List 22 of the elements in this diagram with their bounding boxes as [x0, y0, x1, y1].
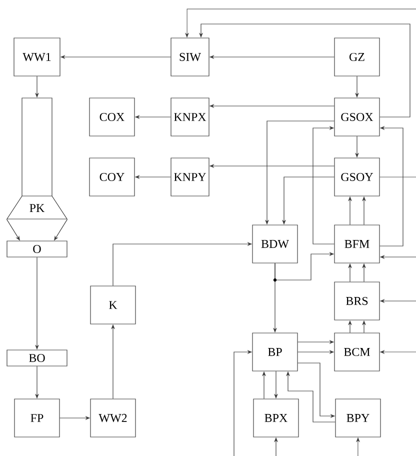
process-box: BP — [252, 332, 298, 372]
bar-box: O — [6, 240, 68, 258]
process-box: GSOX — [334, 98, 380, 136]
process-box: BRS — [334, 282, 380, 320]
process-box: GZ — [334, 38, 380, 76]
process-box: BCM — [334, 332, 380, 372]
bar-box: BO — [6, 350, 68, 366]
process-box: COY — [89, 158, 135, 196]
process-box: KNPY — [170, 158, 210, 196]
arrow — [312, 126, 334, 244]
process-box: SIW — [170, 38, 210, 76]
process-box: FP — [14, 398, 60, 438]
process-box: K — [90, 286, 136, 324]
process-box: BPY — [335, 398, 381, 438]
process-box: KNPX — [170, 98, 210, 136]
process-box: COX — [89, 98, 135, 136]
process-box: WW2 — [90, 398, 136, 438]
process-box: BPX — [253, 398, 299, 438]
process-box: BFM — [334, 224, 380, 264]
process-box: BDW — [252, 224, 298, 264]
process-box: WW1 — [14, 38, 60, 76]
process-box: GSOY — [334, 158, 380, 196]
